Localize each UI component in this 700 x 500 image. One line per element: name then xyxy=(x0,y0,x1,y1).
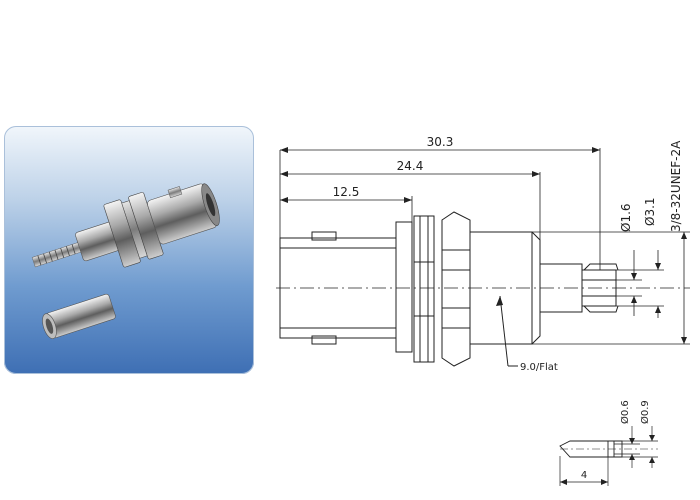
bayonet-stud-top xyxy=(311,231,337,241)
bayonet-stud-bottom xyxy=(311,335,337,345)
ferrule-diameter-label: Ø3.1 xyxy=(643,197,657,226)
pin-detail xyxy=(559,426,658,486)
center-contact xyxy=(581,269,617,307)
thread-body xyxy=(469,231,533,345)
dim-front-length xyxy=(280,197,412,203)
pin-diameter-detail-label: Ø0.9 xyxy=(639,400,651,424)
hex-nut xyxy=(441,211,471,367)
flat-leader xyxy=(499,295,509,367)
front-length-label: 12.5 xyxy=(333,185,360,199)
connector-photo-illustration xyxy=(31,183,220,339)
body-length-label: 24.4 xyxy=(397,159,424,173)
dim-overall-length xyxy=(280,147,600,153)
pin-detail-outline xyxy=(559,440,623,458)
pin-tip-diameter-label: Ø0.6 xyxy=(619,400,631,424)
product-photo xyxy=(4,126,254,374)
technical-drawing: 30.3 24.4 12.5 Ø1.6 Ø3.1 3/8-32UNEF-2A 9… xyxy=(276,135,690,486)
washer xyxy=(413,215,435,363)
pin-length-label: 4 xyxy=(581,470,587,481)
thread-spec-label: 3/8-32UNEF-2A xyxy=(669,140,683,232)
pin-diameter-label: Ø1.6 xyxy=(619,203,633,232)
dim-body-length xyxy=(280,171,540,177)
overall-length-label: 30.3 xyxy=(427,135,454,149)
flat-leader-arrow xyxy=(496,296,503,306)
flat-note-label: 9.0/Flat xyxy=(520,362,558,373)
flange xyxy=(395,221,413,353)
